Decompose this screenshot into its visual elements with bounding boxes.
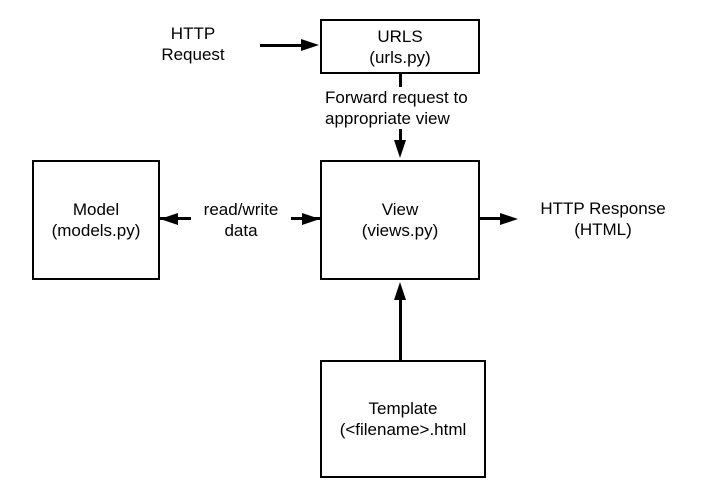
node-urls-subtitle: (urls.py): [369, 47, 431, 67]
label-read-write-data-line2: data: [224, 221, 258, 240]
label-http-request: HTTP Request: [143, 23, 243, 65]
node-urls: URLS (urls.py): [320, 19, 480, 74]
arrowhead-right-icon: [302, 213, 320, 225]
arrowhead-left-icon: [160, 213, 178, 225]
node-template: Template (<filename>.html: [320, 360, 486, 478]
arrow-template-to-view: [399, 298, 402, 360]
label-http-response-line2: (HTML): [574, 220, 632, 239]
arrowhead-down-icon: [394, 140, 406, 158]
arrow-http-request-to-urls: [260, 44, 302, 47]
node-model-title: Model: [72, 200, 120, 219]
label-read-write-data: read/write data: [191, 199, 291, 241]
label-forward-request-line2: appropriate view: [325, 109, 450, 128]
arrowhead-right-icon: [500, 213, 518, 225]
label-forward-request-line1: Forward request to: [325, 88, 468, 107]
node-view-subtitle: (views.py): [361, 221, 439, 240]
node-model-subtitle: (models.py): [51, 221, 141, 240]
label-http-response: HTTP Response (HTML): [522, 198, 684, 240]
label-http-request-line2: Request: [161, 45, 225, 64]
label-http-response-line1: HTTP Response: [540, 199, 666, 218]
label-read-write-data-line1: read/write: [203, 200, 279, 219]
node-template-title: Template: [368, 399, 438, 418]
label-http-request-line1: HTTP: [170, 24, 216, 43]
arrowhead-right-icon: [301, 39, 319, 51]
arrow-view-to-response: [480, 217, 504, 220]
node-view-title: View: [381, 200, 419, 219]
node-model: Model (models.py): [32, 160, 160, 280]
node-template-subtitle: (<filename>.html: [339, 420, 467, 439]
node-view: View (views.py): [320, 160, 480, 280]
node-urls-title: URLS: [377, 26, 423, 46]
label-forward-request: Forward request to appropriate view: [325, 87, 468, 129]
arrowhead-up-icon: [394, 282, 406, 300]
